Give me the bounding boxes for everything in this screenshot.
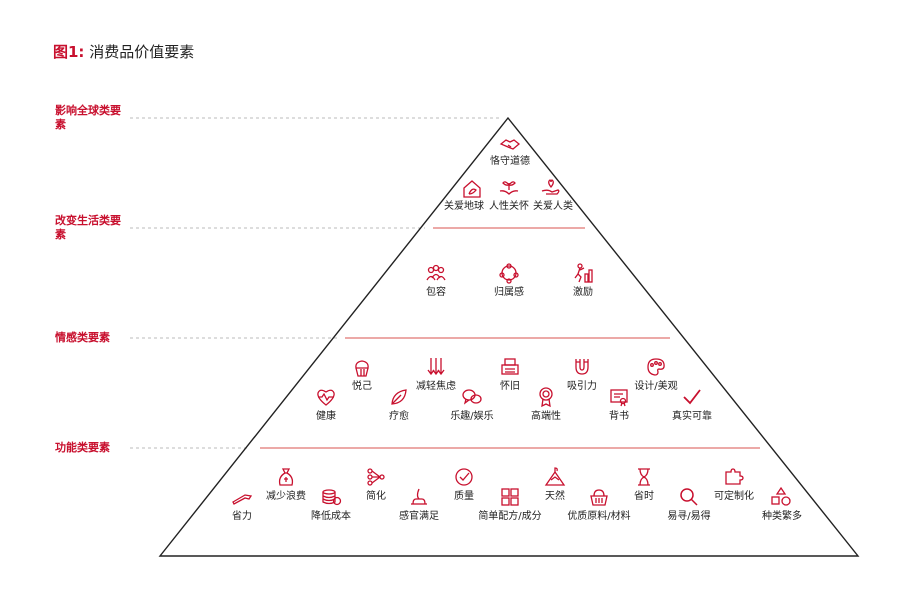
house-leaf-icon: [461, 178, 483, 200]
label-premium: 高端性: [531, 411, 561, 422]
coins-icon: [320, 486, 342, 508]
label-findable: 易寻/易得: [667, 511, 711, 522]
pyramid-outline: [158, 116, 860, 557]
label-inclusion: 包容: [426, 287, 446, 298]
hands-plant-icon: [498, 177, 520, 199]
level-label-life: 改变生活类要素: [55, 214, 121, 241]
typewriter-icon: [499, 356, 521, 378]
label-authentic: 真实可靠: [672, 411, 712, 422]
climber-icon: [572, 262, 594, 284]
label-humanity: 人性关怀: [489, 201, 529, 212]
magnet-icon: [571, 356, 593, 378]
label-attraction: 吸引力: [567, 381, 597, 392]
sense-icon: [408, 486, 430, 508]
basket-icon: [588, 486, 610, 508]
figure-number: 图1:: [53, 43, 85, 61]
label-ethics: 恪守道德: [490, 156, 530, 167]
mountain-icon: [544, 466, 566, 488]
cupcake-icon: [351, 357, 373, 379]
shapes-icon: [770, 486, 792, 508]
magnifier-icon: [678, 486, 700, 508]
down-arrows-icon: [425, 356, 447, 378]
heart-pulse-icon: [315, 386, 337, 408]
label-people: 关爱人类: [533, 201, 573, 212]
level-label-global: 影响全球类要素: [55, 104, 121, 131]
group-icon: [425, 262, 447, 284]
hourglass-icon: [633, 466, 655, 488]
label-design: 设计/美观: [634, 381, 678, 392]
leaf-icon: [388, 386, 410, 408]
label-nostalgia: 怀旧: [500, 381, 520, 392]
label-anxiety: 减轻焦虑: [416, 381, 456, 392]
label-simplify: 简化: [366, 491, 386, 502]
label-healing: 疗愈: [389, 411, 409, 422]
figure-title-text: 消费品价值要素: [89, 43, 195, 61]
label-belonging: 归属感: [494, 287, 524, 298]
network-icon: [365, 466, 387, 488]
hand-heart-icon: [540, 177, 562, 199]
label-cost: 降低成本: [311, 511, 351, 522]
level-label-function: 功能类要素: [55, 441, 110, 454]
label-fun: 乐趣/娱乐: [450, 411, 494, 422]
handshake-icon: [499, 133, 521, 155]
label-quality: 质量: [454, 491, 474, 502]
level-label-emotion: 情感类要素: [55, 331, 110, 344]
rosette-icon: [535, 386, 557, 408]
palette-icon: [645, 356, 667, 378]
check-icon: [681, 386, 703, 408]
label-joy: 悦己: [352, 381, 372, 392]
label-endorse: 背书: [609, 411, 629, 422]
bag-icon: [275, 466, 297, 488]
label-natural: 天然: [545, 491, 565, 502]
label-senses: 感官满足: [399, 511, 439, 522]
label-custom: 可定制化: [714, 491, 754, 502]
label-effort: 省力: [232, 511, 252, 522]
label-ingredients: 优质原料/材料: [567, 511, 631, 522]
label-time: 省时: [634, 491, 654, 502]
circle-people-icon: [498, 262, 520, 284]
figure-title: 图1: 消费品价值要素: [53, 41, 194, 62]
label-motivation: 激励: [573, 287, 593, 298]
chat-bubbles-icon: [461, 386, 483, 408]
puzzle-icon: [723, 466, 745, 488]
wrench-icon: [231, 486, 253, 508]
label-earth: 关爱地球: [444, 201, 484, 212]
certificate-icon: [608, 386, 630, 408]
label-formula: 简单配方/成分: [478, 511, 542, 522]
badge-check-icon: [453, 466, 475, 488]
label-waste: 减少浪费: [266, 491, 306, 502]
grid-icon: [499, 486, 521, 508]
label-variety: 种类繁多: [762, 511, 802, 522]
label-health: 健康: [316, 411, 336, 422]
